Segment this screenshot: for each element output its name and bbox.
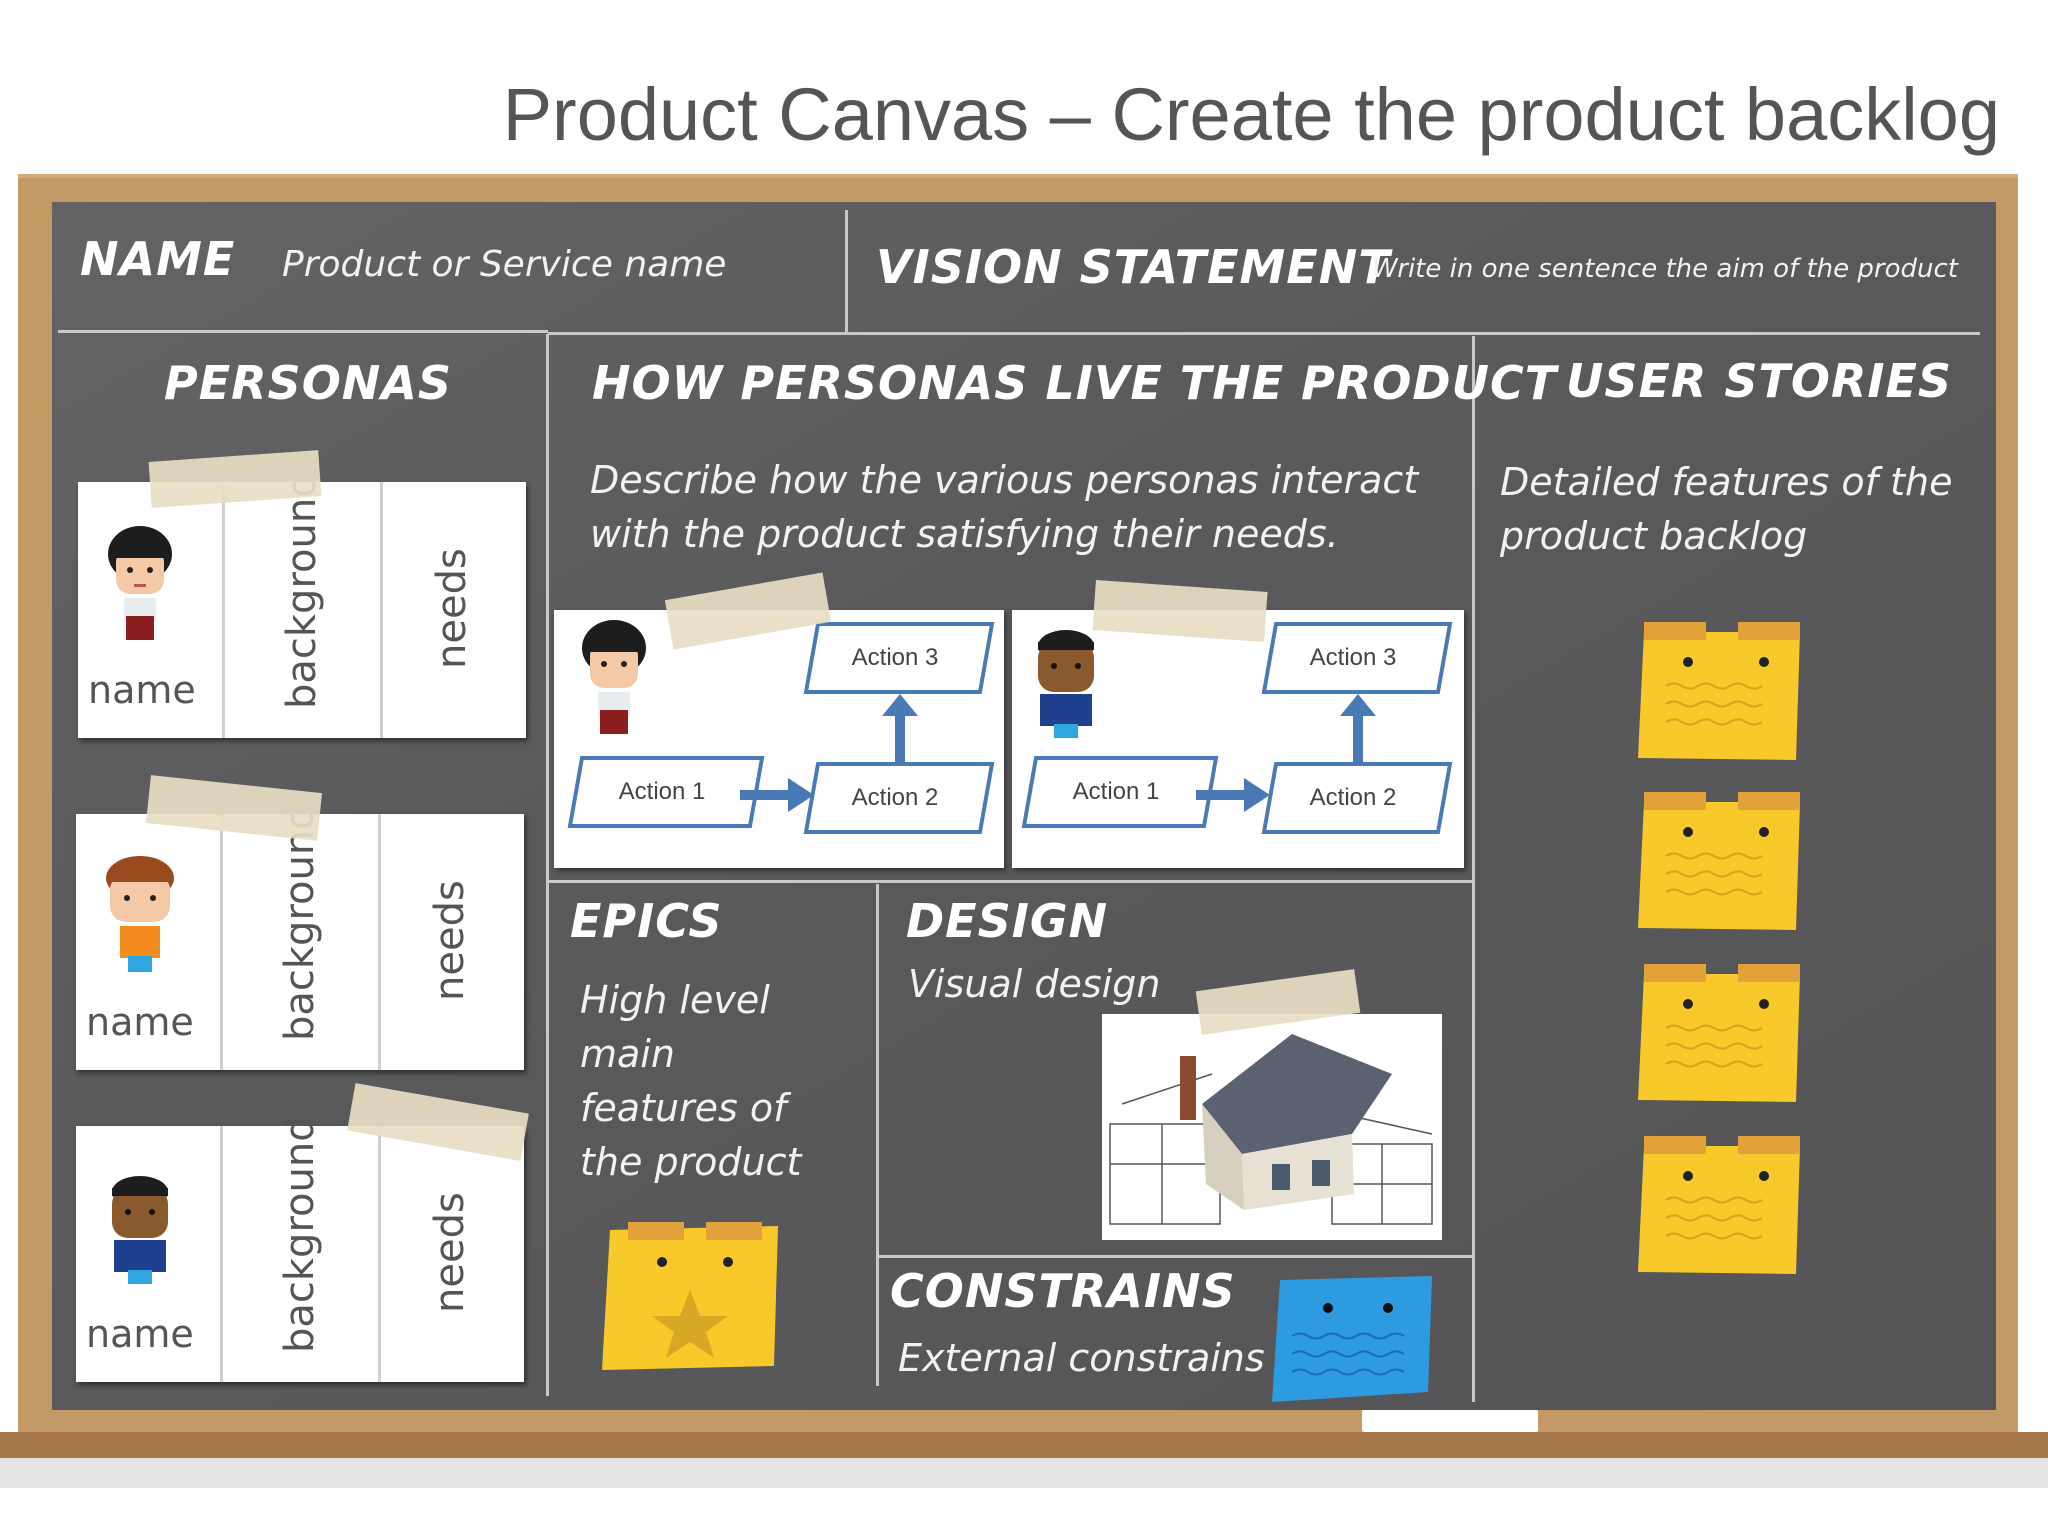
epics-text-line3: features of	[580, 1086, 787, 1130]
user-story-sticky-note[interactable]	[1636, 620, 1806, 770]
divider-header-bottom-right	[548, 332, 1980, 335]
divider-user-stories	[1472, 336, 1475, 1402]
arrow-right-icon	[740, 778, 814, 812]
vision-value[interactable]: Write in one sentence the aim of the pro…	[1372, 254, 1958, 284]
name-value[interactable]: Product or Service name	[282, 244, 727, 285]
action-3-label: Action 3	[1309, 644, 1397, 671]
page-title: Product Canvas – Create the product back…	[502, 73, 2000, 156]
user-stories-text-line1: Detailed features of the	[1500, 460, 1953, 504]
action-1-label: Action 1	[1072, 778, 1160, 805]
persona-card-2[interactable]: name background needs	[76, 804, 524, 1070]
chalkboard-ledge	[0, 1432, 2048, 1458]
name-heading: NAME	[80, 232, 236, 286]
persona-needs[interactable]: needs	[429, 548, 475, 669]
epics-text-line2: main	[580, 1032, 675, 1076]
arrow-right-icon	[1196, 778, 1270, 812]
flow-panel-1[interactable]: Action 3 Action 1 Action 2	[554, 610, 1004, 868]
action-1-label: Action 1	[618, 778, 706, 805]
epics-heading: EPICS	[570, 894, 723, 948]
persona-avatar-icon	[582, 620, 646, 734]
design-image[interactable]	[1102, 1014, 1442, 1240]
chalk-piece	[1362, 1410, 1538, 1432]
vision-heading: VISION STATEMENT	[876, 240, 1391, 294]
how-heading: HOW PERSONAS LIVE THE PRODUCT	[592, 356, 1558, 410]
persona-avatar-icon	[106, 856, 174, 972]
user-story-sticky-note[interactable]	[1636, 1134, 1806, 1284]
house-blueprint-icon	[1102, 1014, 1442, 1240]
arrow-up-icon	[882, 694, 918, 764]
persona-needs[interactable]: needs	[427, 1192, 473, 1313]
divider-header-vertical	[845, 210, 848, 334]
constraint-sticky-note[interactable]	[1270, 1272, 1434, 1408]
design-heading: DESIGN	[906, 894, 1109, 948]
user-story-sticky-note[interactable]	[1636, 962, 1806, 1112]
user-stories-text-line2: product backlog	[1500, 514, 1808, 558]
design-text: Visual design	[908, 962, 1161, 1006]
persona-avatar-icon	[1038, 630, 1094, 738]
how-text-line1: Describe how the various personas intera…	[590, 458, 1419, 502]
persona-avatar-icon	[108, 526, 172, 640]
action-3-label: Action 3	[851, 644, 939, 671]
divider-epics-design	[876, 884, 879, 1386]
persona-background[interactable]: background	[277, 804, 323, 1041]
persona-card-3[interactable]: name background needs	[76, 1116, 524, 1382]
flow-panel-2[interactable]: Action 3 Action 1 Action 2	[1012, 610, 1464, 868]
user-story-sticky-note[interactable]	[1636, 790, 1806, 940]
divider-how-bottom	[548, 880, 1472, 883]
divider-header-bottom-left	[58, 330, 548, 333]
divider-design-constraints	[878, 1255, 1472, 1258]
action-2-label: Action 2	[851, 784, 939, 811]
persona-name[interactable]: name	[88, 668, 196, 712]
epics-text-line1: High level	[580, 978, 770, 1022]
epics-text-line4: the product	[580, 1140, 802, 1184]
persona-needs[interactable]: needs	[427, 880, 473, 1001]
persona-avatar-icon	[112, 1176, 168, 1284]
persona-name[interactable]: name	[86, 1312, 194, 1356]
action-2-label: Action 2	[1309, 784, 1397, 811]
epic-sticky-note[interactable]	[598, 1216, 782, 1380]
constraints-text: External constrains	[898, 1336, 1265, 1380]
persona-background[interactable]: background	[277, 1116, 323, 1353]
persona-card-1[interactable]: name background needs	[78, 472, 526, 738]
ledge-shadow	[0, 1458, 2048, 1488]
how-text-line2: with the product satisfying their needs.	[590, 512, 1339, 556]
persona-name[interactable]: name	[86, 1000, 194, 1044]
personas-heading: PERSONAS	[164, 356, 453, 410]
arrow-up-icon	[1340, 694, 1376, 764]
divider-personas	[546, 334, 549, 1396]
persona-background[interactable]: background	[279, 472, 325, 709]
constraints-heading: CONSTRAINS	[890, 1264, 1236, 1318]
user-stories-heading: USER STORIES	[1566, 354, 1953, 408]
